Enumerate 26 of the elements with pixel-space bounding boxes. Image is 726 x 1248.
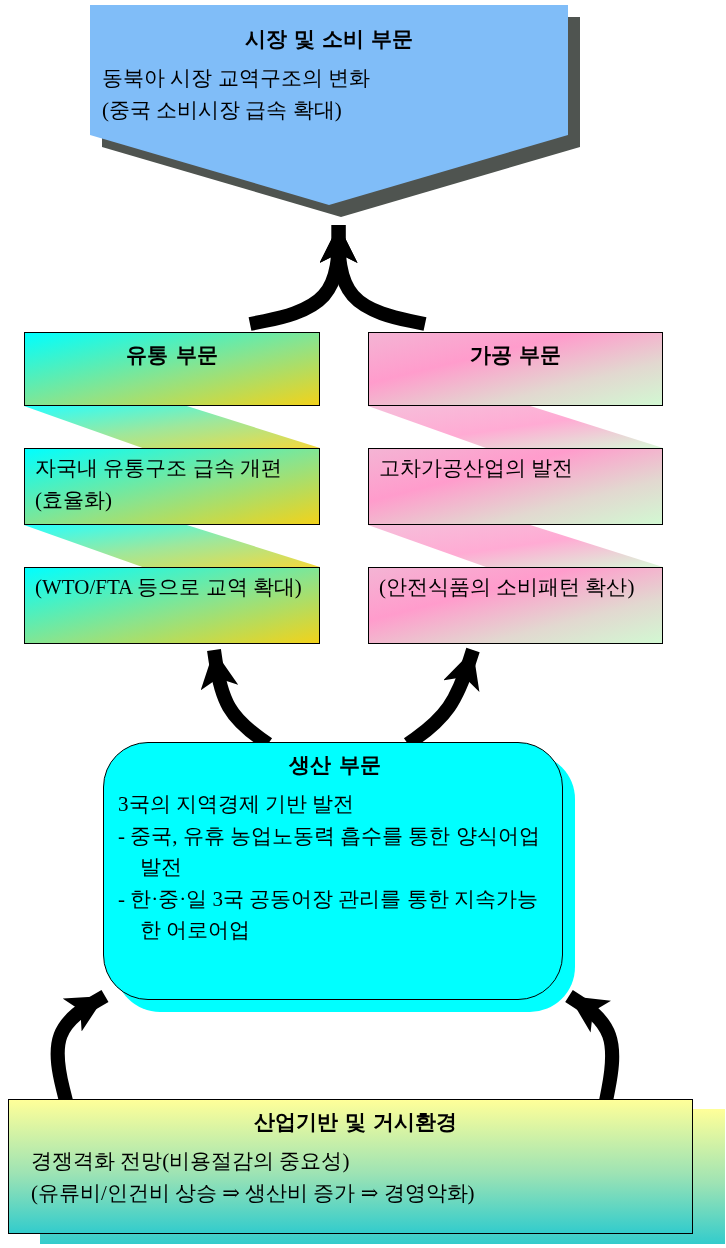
rounded-box [103, 742, 563, 1000]
box-heading: 가공 부문 [468, 342, 563, 369]
box-text: 3국의 지역경제 기반 발전 [118, 791, 356, 818]
box-text: 고차가공산업의 발전 [379, 455, 575, 482]
box-text: (유류비/인건비 상승 ⇒ 생산비 증가 ⇒ 경영악화) [31, 1179, 476, 1207]
box-heading: 유통 부문 [125, 342, 219, 369]
box-text: 경쟁격화 전망(비용절감의 중요성) [31, 1148, 351, 1175]
pentagon-banner [90, 5, 568, 205]
box-text: - 한·중·일 3국 공동어장 관리를 통한 지속가능한 어로어업 [118, 885, 539, 944]
box-text: (WTO/FTA 등으로 교역 확대) [35, 574, 303, 601]
box-text: 자국내 유통구조 급속 개편(효율화) [35, 455, 283, 514]
process-box [24, 332, 320, 406]
process-box [368, 448, 663, 525]
box-text: 동북아 시장 교역구조의 변화 [102, 65, 371, 92]
curved-arrow [319, 225, 427, 331]
box-heading: 생산 부문 [288, 752, 382, 779]
process-box [368, 332, 663, 406]
box-heading: 시장 및 소비 부문 [243, 26, 415, 53]
box-text: (안전식품의 소비패턴 확산) [379, 574, 636, 601]
box-text: - 중국, 유휴 농업노동력 흡수를 통한 양식어업 발전 [118, 822, 541, 881]
process-box [24, 567, 320, 644]
box-text: (중국 소비시장 급속 확대) [102, 96, 343, 124]
process-box [24, 448, 320, 525]
process-box [368, 567, 663, 644]
box-heading: 산업기반 및 거시환경 [252, 1109, 459, 1136]
process-box [8, 1099, 693, 1234]
